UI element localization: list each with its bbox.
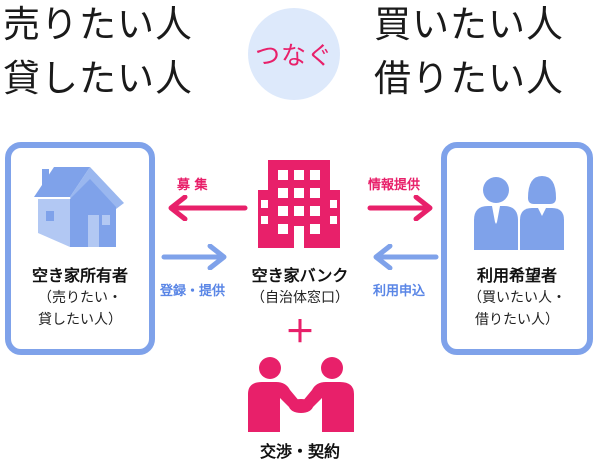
apply-arrow-left	[373, 244, 439, 270]
user-sub-line2: 借りたい人）	[475, 312, 559, 328]
recruit-arrow-left	[168, 195, 248, 221]
deal-title: 交渉・契約	[259, 442, 340, 461]
plus-sign: ＋	[285, 315, 315, 350]
headline-lessors: 貸したい人	[3, 57, 193, 100]
headline-sellers: 売りたい人	[3, 3, 193, 46]
user-sub-line1: （買いたい人・	[468, 290, 566, 306]
people-icon	[474, 176, 564, 250]
owner-sub-line2: 貸したい人）	[38, 312, 122, 328]
user-title: 利用希望者	[476, 266, 557, 285]
info-arrow-right	[367, 195, 433, 221]
info-label: 情報提供	[368, 178, 421, 193]
headline-buyers: 買いたい人	[374, 3, 564, 46]
house-icon	[34, 167, 124, 247]
connect-label: つなぐ	[254, 41, 333, 70]
bank-title: 空き家バンク	[251, 266, 349, 285]
building-icon	[258, 160, 340, 248]
apply-label: 利用申込	[373, 284, 426, 299]
headline-renters: 借りたい人	[374, 57, 564, 100]
owner-sub-line1: （売りたい・	[38, 290, 122, 306]
bank-sub: （自治体窓口）	[251, 290, 349, 306]
recruit-label: 募 集	[177, 178, 208, 193]
handshake-icon	[248, 357, 354, 432]
connect-circle: つなぐ	[248, 8, 340, 100]
register-arrow-right	[161, 244, 227, 270]
register-label: 登録・提供	[160, 284, 226, 299]
owner-title: 空き家所有者	[31, 266, 128, 285]
